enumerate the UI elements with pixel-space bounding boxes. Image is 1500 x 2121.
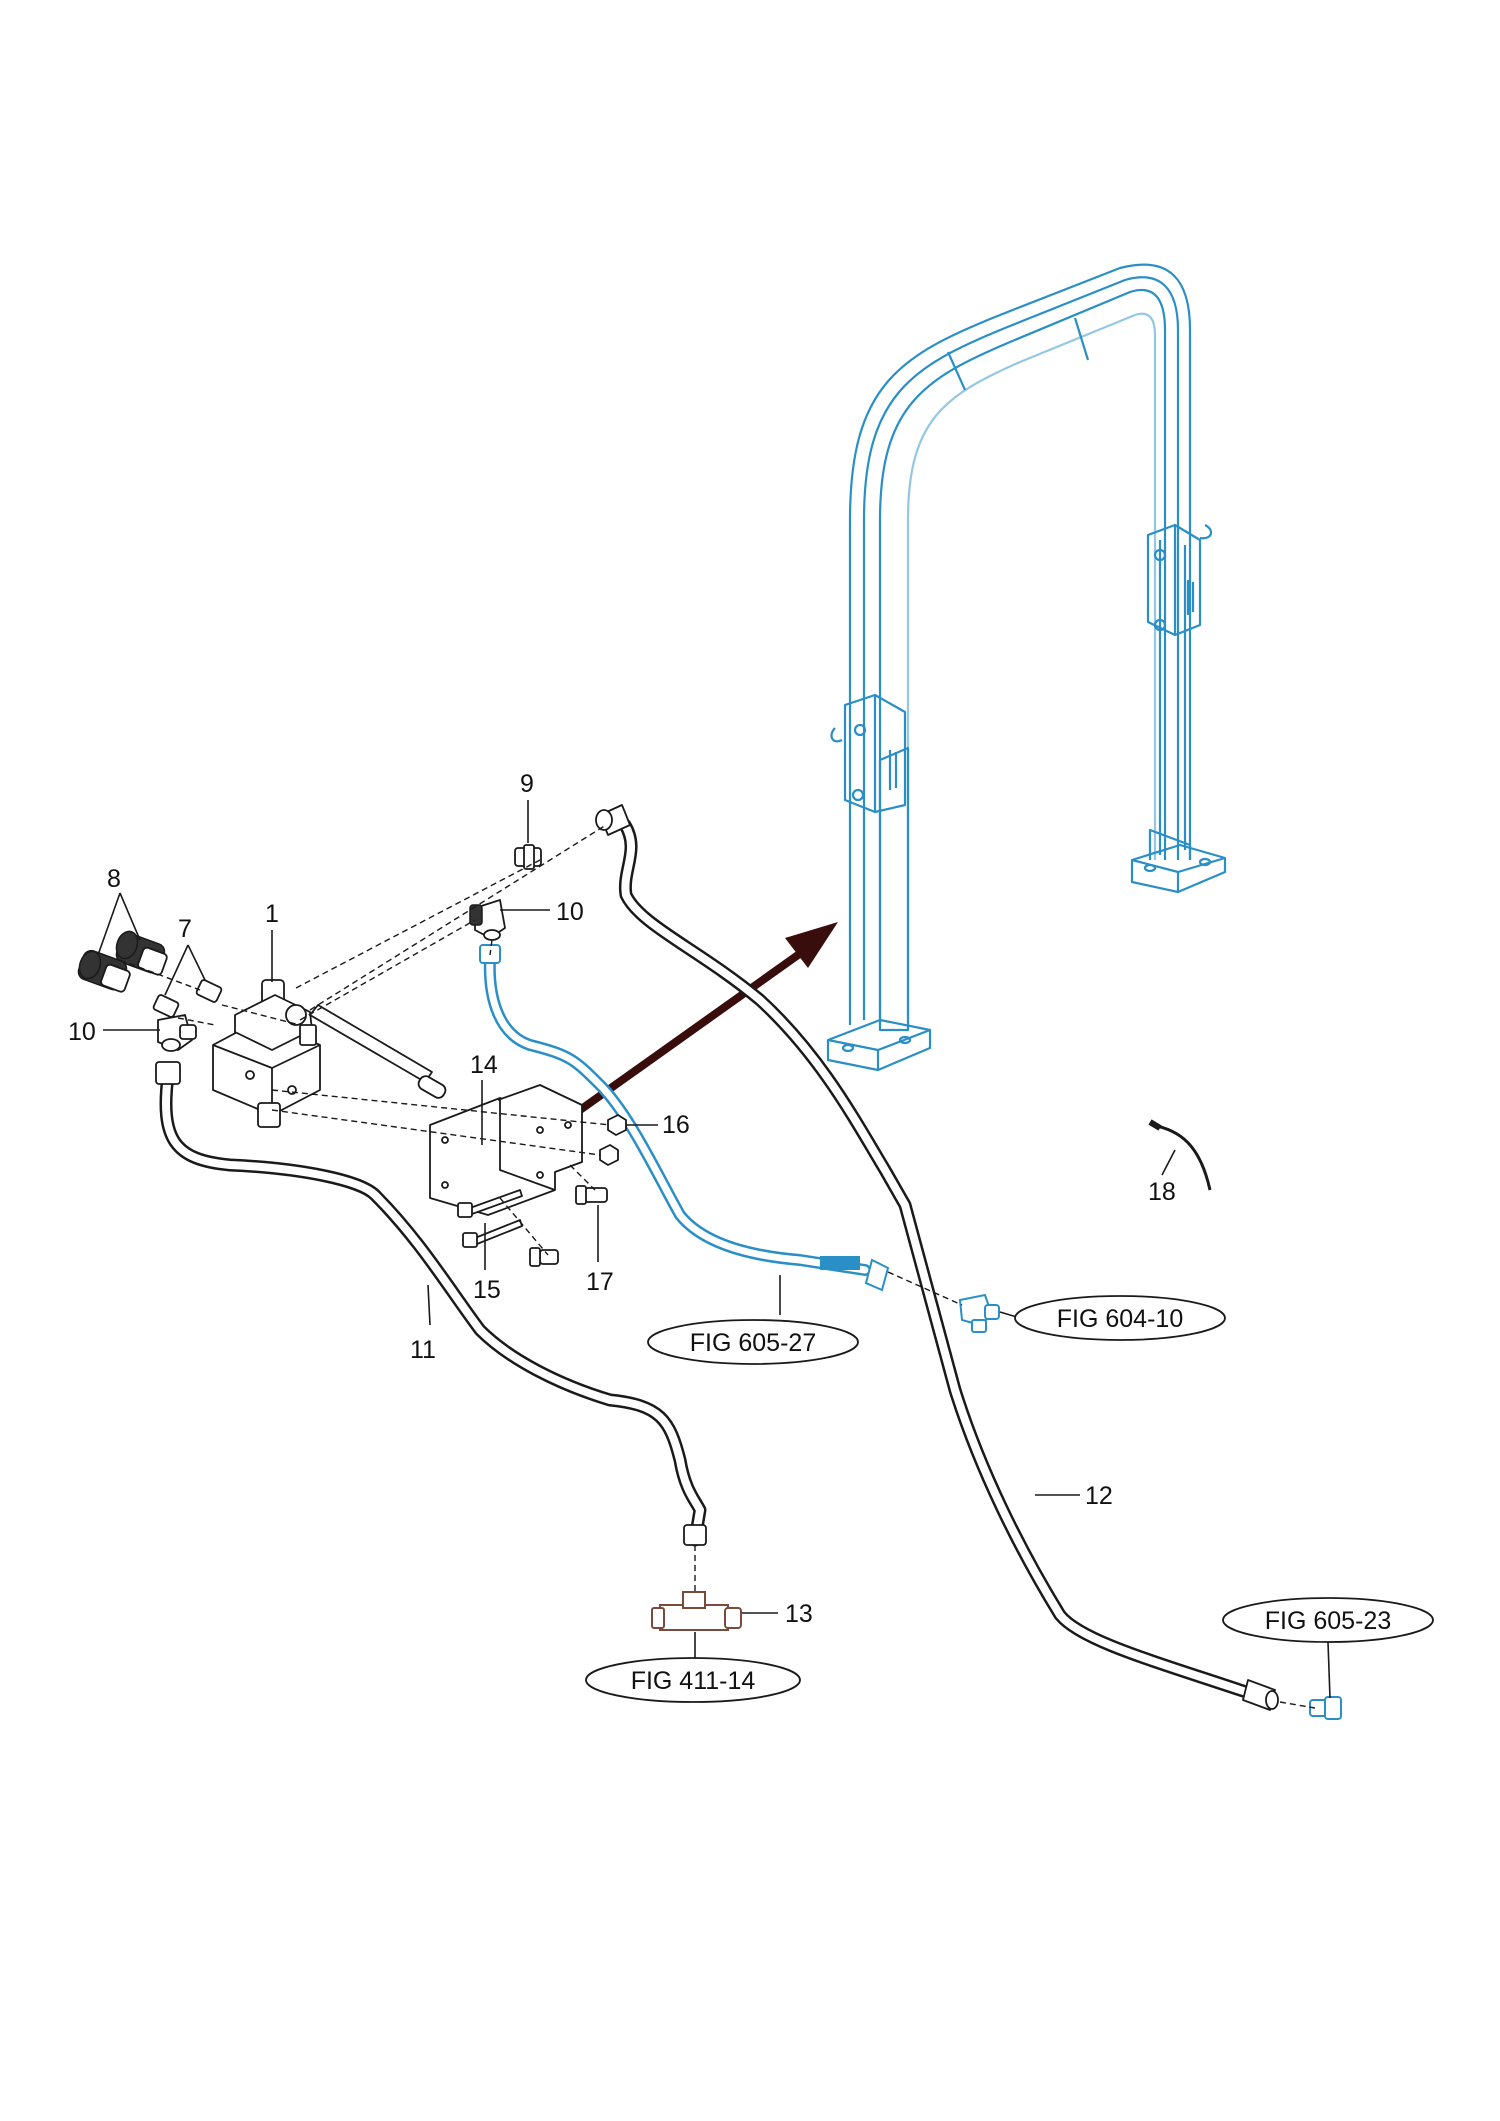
item-15-bolts <box>457 1189 559 1267</box>
item-8-couplers <box>77 930 168 993</box>
item-9-nipple <box>514 844 542 870</box>
hose-11 <box>155 1061 707 1547</box>
fig-605-23-fitting <box>1309 1696 1342 1720</box>
label-13: 13 <box>785 1600 813 1628</box>
item-10-elbow-right <box>469 899 506 941</box>
label-9: 9 <box>520 770 534 798</box>
label-17: 17 <box>586 1268 614 1296</box>
roll-bar-frame <box>826 263 1227 1072</box>
hose-12 <box>595 804 1279 1711</box>
label-15: 15 <box>473 1276 501 1304</box>
label-10-right: 10 <box>556 898 584 926</box>
label-7: 7 <box>178 915 192 943</box>
item-17-bolt <box>575 1185 608 1205</box>
svg-text:FIG 411-14: FIG 411-14 <box>631 1667 756 1695</box>
label-1: 1 <box>265 900 279 928</box>
item-16-nuts <box>599 1114 627 1166</box>
assembly-lines <box>119 824 1316 1709</box>
label-16: 16 <box>662 1111 690 1139</box>
label-14: 14 <box>470 1051 498 1079</box>
valve-assembly <box>212 979 447 1128</box>
ref-fig-605-27: FIG 605-27 <box>647 1319 859 1365</box>
item-13-tee-fitting <box>651 1591 742 1631</box>
direction-arrow <box>570 922 838 1119</box>
svg-text:FIG 605-23: FIG 605-23 <box>1265 1607 1391 1635</box>
ref-fig-411-14: FIG 411-14 <box>585 1657 801 1703</box>
svg-text:FIG 605-27: FIG 605-27 <box>690 1329 816 1357</box>
label-12: 12 <box>1085 1482 1113 1510</box>
item-7-nipples <box>152 979 223 1018</box>
hose-fig-605-27 <box>479 944 890 1292</box>
label-11: 11 <box>410 1336 436 1364</box>
ref-fig-605-23: FIG 605-23 <box>1222 1597 1434 1643</box>
item-18-cable-tie <box>1148 1119 1212 1191</box>
label-8: 8 <box>107 865 121 893</box>
label-10-left: 10 <box>68 1018 96 1046</box>
svg-text:FIG 604-10: FIG 604-10 <box>1057 1305 1183 1333</box>
figure-references: FIG 605-27 FIG 604-10 FIG 411-14 FIG 605… <box>585 1295 1434 1703</box>
leader-lines <box>97 800 1331 1699</box>
callout-labels: 9 1 8 7 10 10 14 16 18 17 15 11 12 13 <box>68 770 1176 1628</box>
fig-604-10-elbow <box>958 1293 1000 1333</box>
ref-fig-604-10: FIG 604-10 <box>1014 1295 1226 1341</box>
label-18: 18 <box>1148 1178 1176 1206</box>
item-10-elbow-left <box>157 1014 197 1052</box>
